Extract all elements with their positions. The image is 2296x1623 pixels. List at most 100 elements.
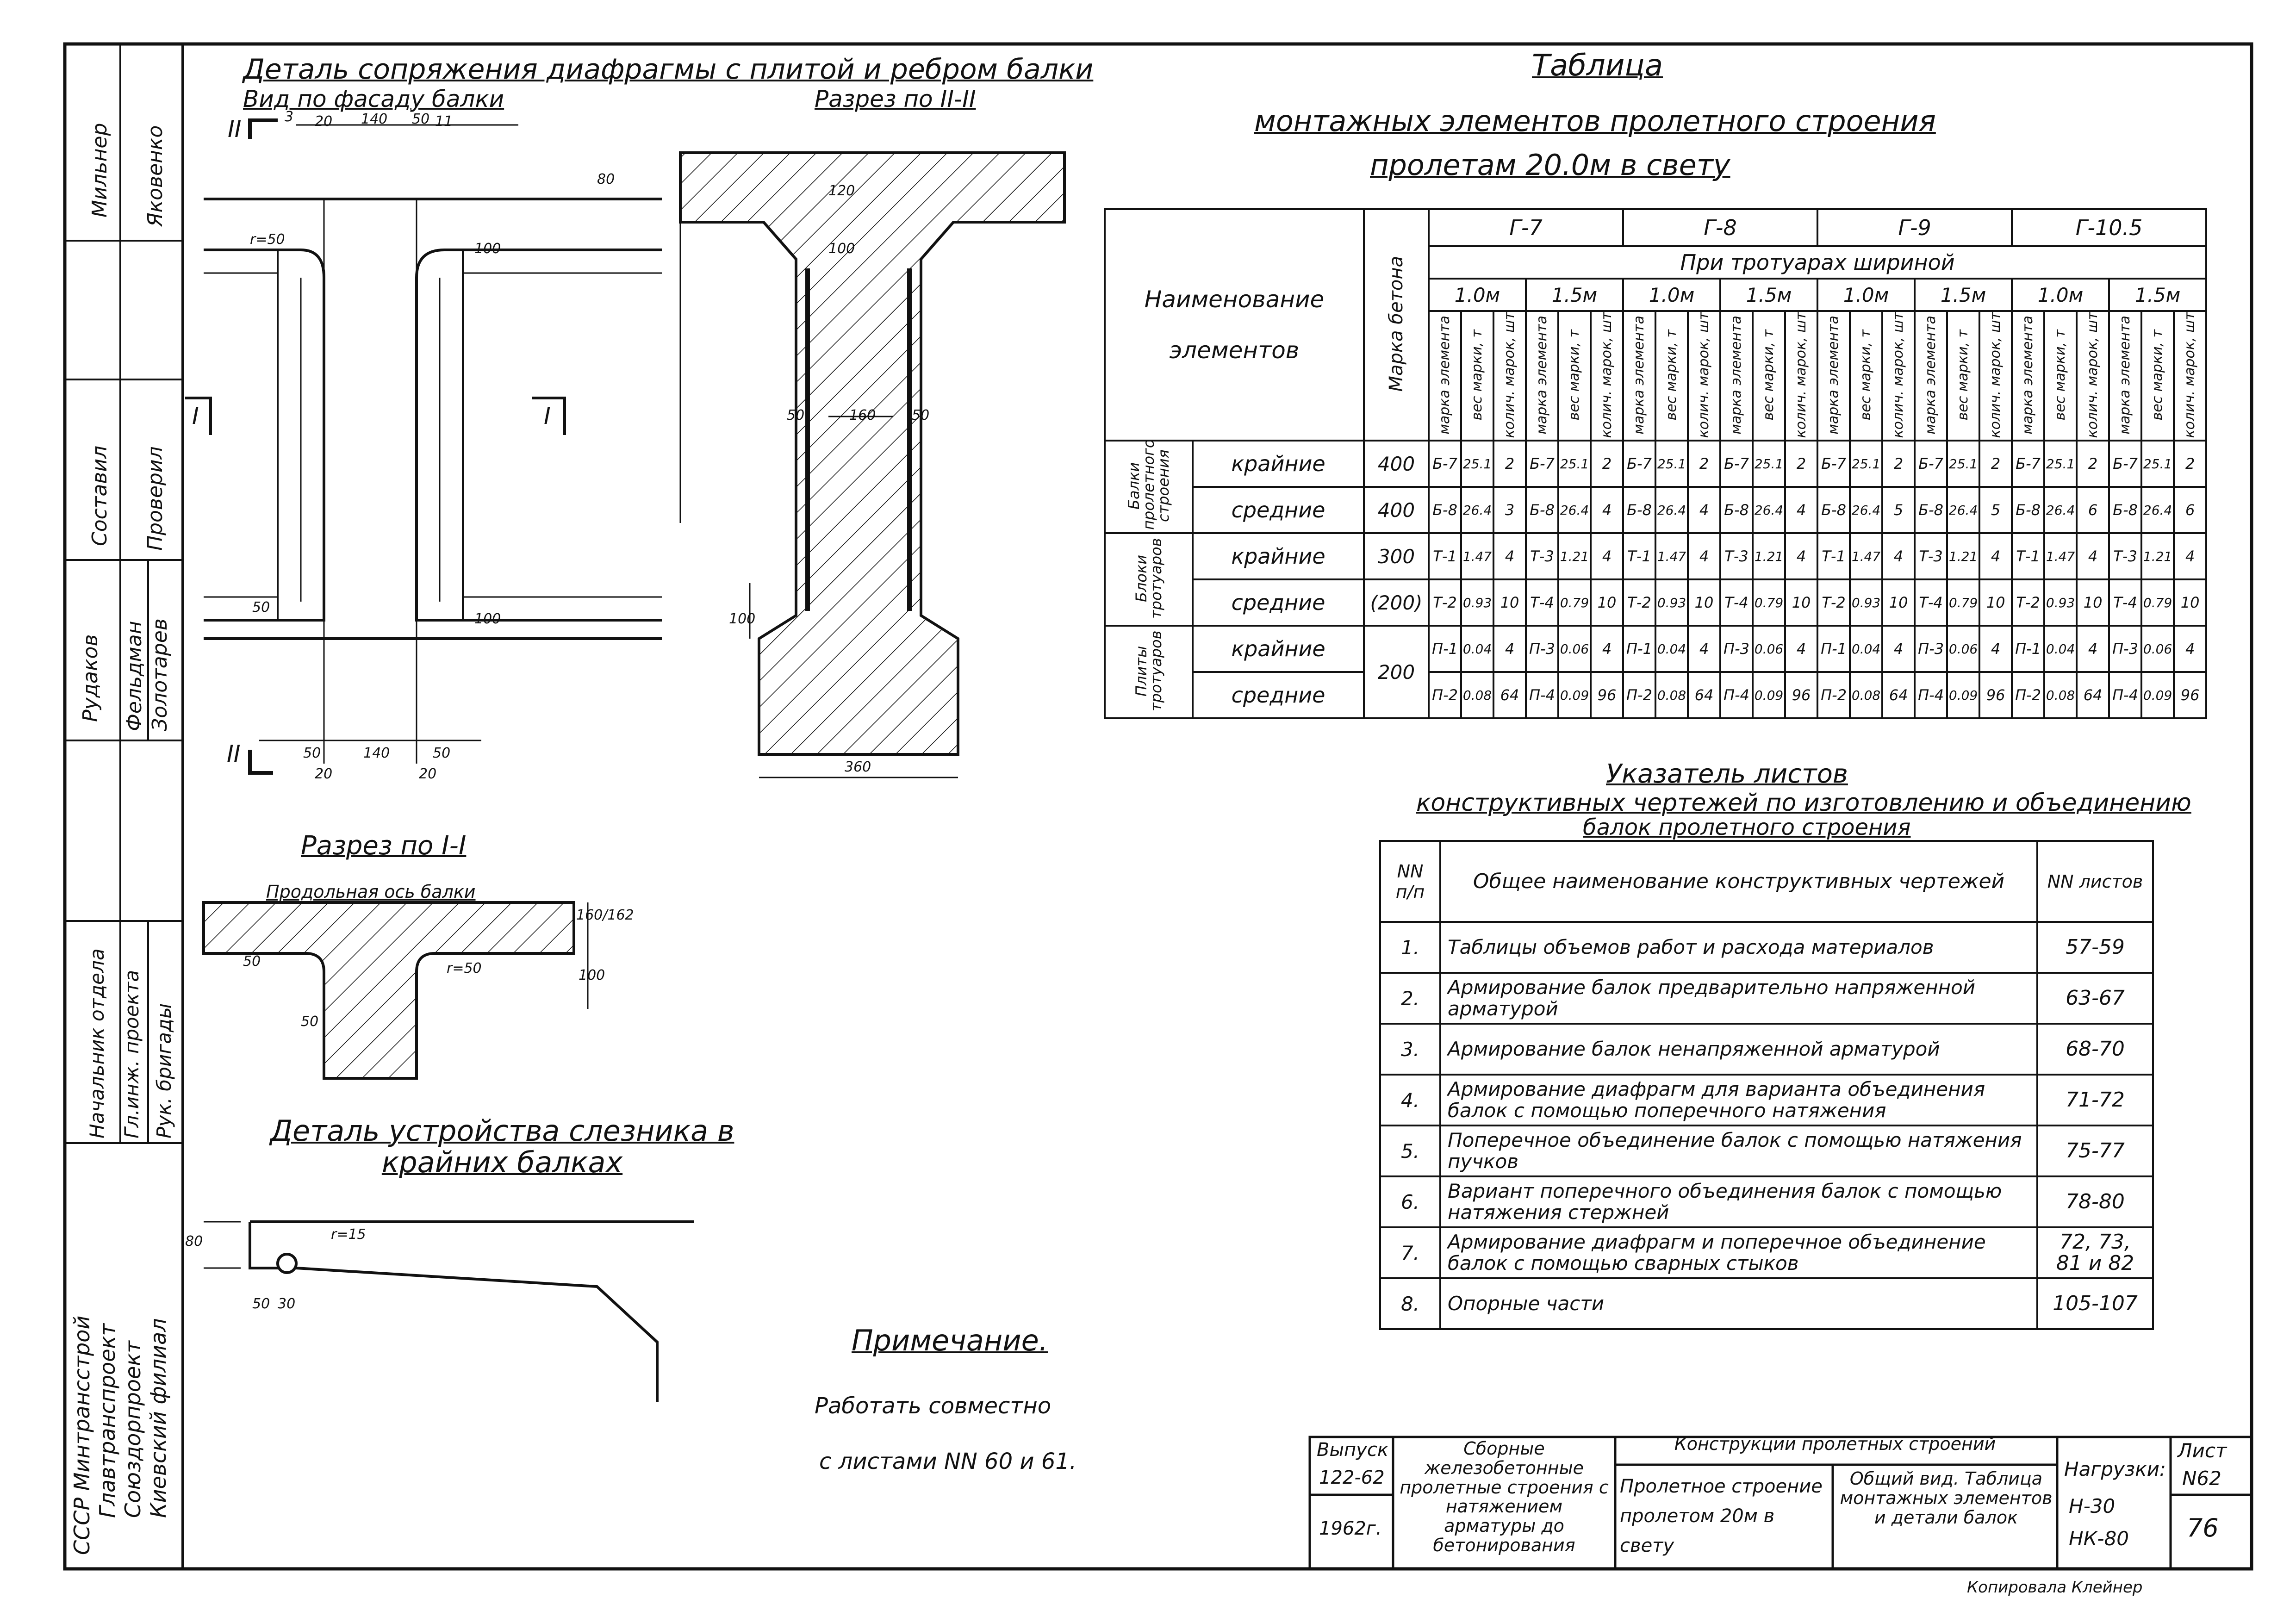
- table-cell: 5: [1979, 486, 2013, 535]
- row-group-name: Плиты тротуаров: [1104, 625, 1194, 720]
- dim-100-right-bottom: 100: [474, 611, 501, 627]
- th-subcol-text: марка элемента: [1534, 315, 1550, 435]
- table-cell: 1.21: [1557, 532, 1592, 581]
- dim-50-bottom-b: 50: [433, 745, 451, 761]
- row-concrete: 400: [1363, 486, 1430, 535]
- table-cell: 0.08: [1655, 671, 1689, 720]
- table-cell: 0.08: [1849, 671, 1884, 720]
- table-cell: 26.4: [2043, 486, 2078, 535]
- table-cell: 0.08: [1460, 671, 1494, 720]
- th-subcol: марка элемента: [2108, 310, 2143, 442]
- table-cell: 2: [1687, 440, 1722, 488]
- drip-d80: 80: [185, 1233, 203, 1250]
- section-1-d160: 160/162: [576, 907, 634, 923]
- drip-title-text: Деталь устройства слезника в крайних бал…: [270, 1114, 734, 1180]
- mark-2-bottom: II: [227, 740, 241, 767]
- table-cell: Т-2: [1428, 578, 1462, 627]
- dim-50-section2-right: 50: [912, 407, 930, 423]
- th-subcol-text: марка элемента: [2020, 315, 2036, 435]
- table-cell: П-3: [2108, 625, 2143, 673]
- th-subcol-text: вес марки, т: [1566, 330, 1582, 421]
- table-title-3: пролетам 20.0м в свету: [1370, 148, 1730, 182]
- th-sidewalk: При тротуарах шириной: [1427, 245, 2208, 280]
- tb-sheet-title: Общий вид. Таблица монтажных элементов и…: [1840, 1468, 2053, 1528]
- th-subcol: вес марки, т: [1557, 310, 1592, 442]
- table-cell: Т-2: [2011, 578, 2046, 627]
- dim-120-section2: 120: [828, 183, 855, 199]
- table-cell: 5: [1881, 486, 1916, 535]
- dim-r50-top: r=50: [250, 231, 285, 248]
- th-subcol-text: колич. марок, шт: [1501, 312, 1518, 438]
- th-subcol: колич. марок, шт: [2173, 310, 2208, 442]
- stamp-role-1: Мильнер: [88, 123, 112, 218]
- row-sub-name: средние: [1192, 671, 1365, 720]
- table-cell: Т-1: [1622, 532, 1657, 581]
- table-cell: 96: [1589, 671, 1624, 720]
- index-table: NN п/п Общее наименование конструктивных…: [1379, 840, 2154, 1330]
- th-subcol: марка элемента: [1428, 310, 1462, 442]
- table-cell: 0.06: [1946, 625, 1981, 673]
- table-cell: 4: [1687, 532, 1722, 581]
- table-cell: 4: [1784, 486, 1819, 535]
- table-cell: 0.09: [2140, 671, 2175, 720]
- table-cell: 4: [1589, 532, 1624, 581]
- note-line-2: с листами NN 60 и 61.: [819, 1449, 1077, 1474]
- ix-h-num: NN п/п: [1379, 840, 1441, 923]
- table-cell: Т-4: [1719, 578, 1754, 627]
- tb-year: 1962г.: [1319, 1518, 1382, 1539]
- table-cell: 0.09: [1557, 671, 1592, 720]
- section-2-2: [679, 151, 1066, 778]
- row-sub-name: средние: [1192, 578, 1365, 627]
- table-cell: 4: [1979, 625, 2013, 673]
- table-cell: Т-1: [1817, 532, 1851, 581]
- tb-loads-label: Нагрузки:: [2064, 1458, 2166, 1480]
- table-cell: 0.04: [1655, 625, 1689, 673]
- table-cell: 0.06: [2140, 625, 2175, 673]
- table-cell: Т-3: [1719, 532, 1754, 581]
- table-cell: Б-8: [1719, 486, 1754, 535]
- table-cell: 1.47: [1655, 532, 1689, 581]
- table-cell: Б-8: [1622, 486, 1657, 535]
- th-subcol-text: вес марки, т: [2149, 330, 2166, 421]
- table-cell: Т-3: [1525, 532, 1559, 581]
- ix-name: Армирование диафрагм для варианта объеди…: [1439, 1074, 2038, 1126]
- table-cell: Т-2: [1817, 578, 1851, 627]
- table-cell: 64: [2076, 671, 2110, 720]
- ix-h-name: Общее наименование конструктивных чертеж…: [1439, 840, 2038, 923]
- table-cell: 25.1: [1946, 440, 1981, 488]
- table-cell: 2: [2173, 440, 2208, 488]
- dim-100-section2-top: 100: [828, 241, 855, 257]
- ix-num: 5.: [1379, 1125, 1441, 1177]
- table-cell: П-3: [1525, 625, 1559, 673]
- table-cell: 96: [2173, 671, 2208, 720]
- dim-50-top: 50: [412, 111, 430, 127]
- dim-160-section2: 160: [849, 407, 876, 423]
- table-title-2: монтажных элементов пролетного строения: [1254, 104, 1936, 138]
- table-cell: Б-7: [1525, 440, 1559, 488]
- th-subcol-text: колич. марок, шт: [1890, 312, 1907, 438]
- section-1-axis: Продольная ось балки: [266, 882, 476, 902]
- row-concrete: 400: [1363, 440, 1430, 488]
- th-subcol-text: колич. марок, шт: [2182, 312, 2198, 438]
- index-title-3: балок пролетного строения: [1583, 815, 1911, 840]
- table-cell: 25.1: [1460, 440, 1494, 488]
- table-cell: Б-7: [2108, 440, 2143, 488]
- table-cell: 4: [2173, 532, 2208, 581]
- table-cell: 0.09: [1946, 671, 1981, 720]
- ix-sheets: 68-70: [2036, 1023, 2154, 1076]
- tb-series: Сборные железобетонные пролетные строени…: [1400, 1438, 1609, 1555]
- table-cell: 2: [2076, 440, 2110, 488]
- table-cell: Б-7: [1622, 440, 1657, 488]
- row-group-name-text: Балки пролетного строения: [1125, 441, 1172, 530]
- table-cell: 10: [2173, 578, 2208, 627]
- ix-name: Армирование балок предварительно напряже…: [1439, 972, 2038, 1025]
- dim-20-bottom-a: 20: [315, 766, 333, 782]
- th-group-4: Г-10.5: [2011, 208, 2208, 247]
- table-cell: Т-4: [1525, 578, 1559, 627]
- table-cell: Б-7: [1914, 440, 1948, 488]
- table-cell: 1.47: [1849, 532, 1884, 581]
- th-subcol-text: марка элемента: [1728, 315, 1745, 435]
- index-title-2: конструктивных чертежей по изготовлению …: [1416, 789, 2191, 817]
- drip-d30: 30: [278, 1296, 296, 1312]
